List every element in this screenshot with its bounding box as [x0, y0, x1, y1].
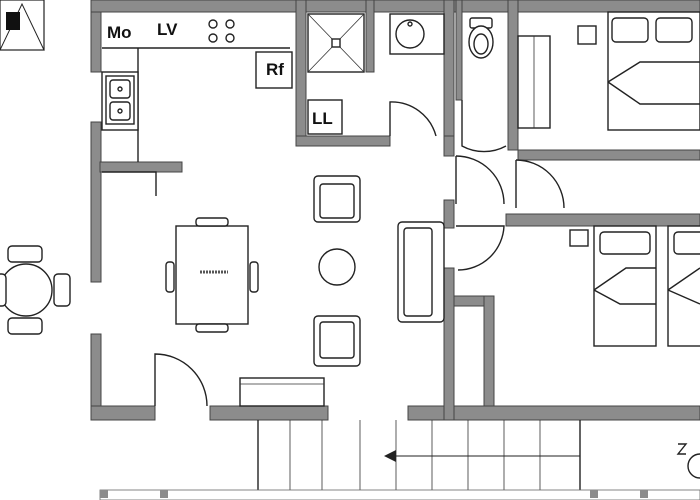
stairs	[257, 420, 581, 500]
walls	[90, 0, 700, 421]
door-swing-icon	[461, 100, 507, 153]
fireplace	[0, 0, 45, 51]
sideboard	[239, 377, 325, 407]
stairs-arrow-icon	[384, 450, 580, 462]
dining-set	[165, 217, 259, 333]
chair-icon	[165, 261, 175, 293]
refrigerator	[255, 51, 293, 89]
chair-icon	[7, 317, 43, 335]
toilet-icon	[468, 17, 494, 59]
nightstand	[569, 229, 589, 247]
door-swing-icon	[389, 101, 437, 137]
ground-strip	[99, 489, 700, 500]
chair-icon	[0, 273, 7, 307]
table-icon	[175, 225, 249, 325]
door-swing-icon	[455, 155, 505, 205]
table-icon	[0, 263, 53, 317]
shower-icon	[307, 13, 365, 73]
door-swing-icon	[456, 225, 505, 271]
bed-icon	[593, 225, 657, 347]
nightstand	[577, 25, 597, 45]
label-lv: LV	[157, 20, 178, 39]
armchair-icon	[313, 175, 361, 223]
bed-icon	[667, 225, 700, 347]
kitchen-counter	[101, 47, 290, 196]
label-ll: LL	[312, 109, 333, 128]
wardrobe	[517, 35, 551, 129]
door-swing-icon	[154, 353, 208, 407]
chair-icon	[195, 323, 229, 333]
fireplace-icon	[6, 12, 20, 30]
chair-icon	[195, 217, 229, 227]
chair-icon	[7, 245, 43, 263]
chair-icon	[53, 273, 71, 307]
stove-burners-icon	[208, 19, 235, 43]
sink-icon	[105, 75, 135, 125]
north-arrow-icon	[676, 443, 700, 479]
lounge	[313, 175, 445, 367]
chair-icon	[249, 261, 259, 293]
table-icon	[318, 248, 356, 286]
washbasin-icon	[389, 13, 445, 55]
label-mo: Mo	[107, 23, 132, 42]
armchair-icon	[313, 315, 361, 367]
bed-icon	[607, 11, 700, 131]
label-rf: Rf	[266, 60, 284, 79]
terrace-table-set	[0, 245, 71, 335]
door-swing-icon	[515, 159, 565, 209]
sofa-icon	[397, 221, 445, 323]
